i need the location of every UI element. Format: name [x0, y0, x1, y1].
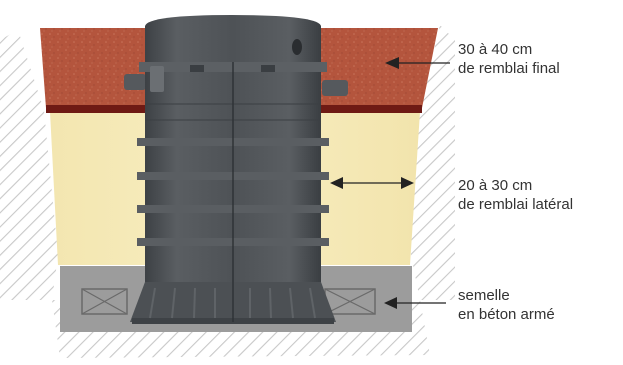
- lateral-backfill-name: de remblai latéral: [458, 196, 574, 213]
- native-ground-right: [410, 25, 455, 300]
- base-slab-name: semelle: [458, 287, 510, 304]
- arrow-final-backfill: [385, 57, 450, 69]
- base-slab-label: semelle en béton armé: [458, 286, 555, 324]
- lateral-backfill-width: 20 à 30 cm: [458, 177, 533, 194]
- final-backfill-name: de remblai final: [458, 60, 560, 77]
- slab-anchor-left: [81, 288, 128, 315]
- top-bracket-right: [261, 65, 275, 72]
- tank: [124, 15, 348, 324]
- native-ground-left: [0, 30, 58, 300]
- arrow-lateral-backfill: [330, 177, 414, 189]
- final-backfill-label: 30 à 40 cm de remblai final: [458, 40, 560, 78]
- vent-opening: [292, 39, 302, 55]
- base-slab-material: en béton armé: [458, 306, 555, 323]
- final-backfill-depth: 30 à 40 cm: [458, 41, 533, 58]
- arrow-base-slab: [384, 297, 446, 309]
- outlet-pipe: [322, 80, 348, 96]
- side-fitting: [150, 66, 164, 92]
- inlet-pipe: [124, 74, 146, 90]
- lateral-backfill-label: 20 à 30 cm de remblai latéral: [458, 176, 573, 214]
- top-bracket-left: [190, 65, 204, 72]
